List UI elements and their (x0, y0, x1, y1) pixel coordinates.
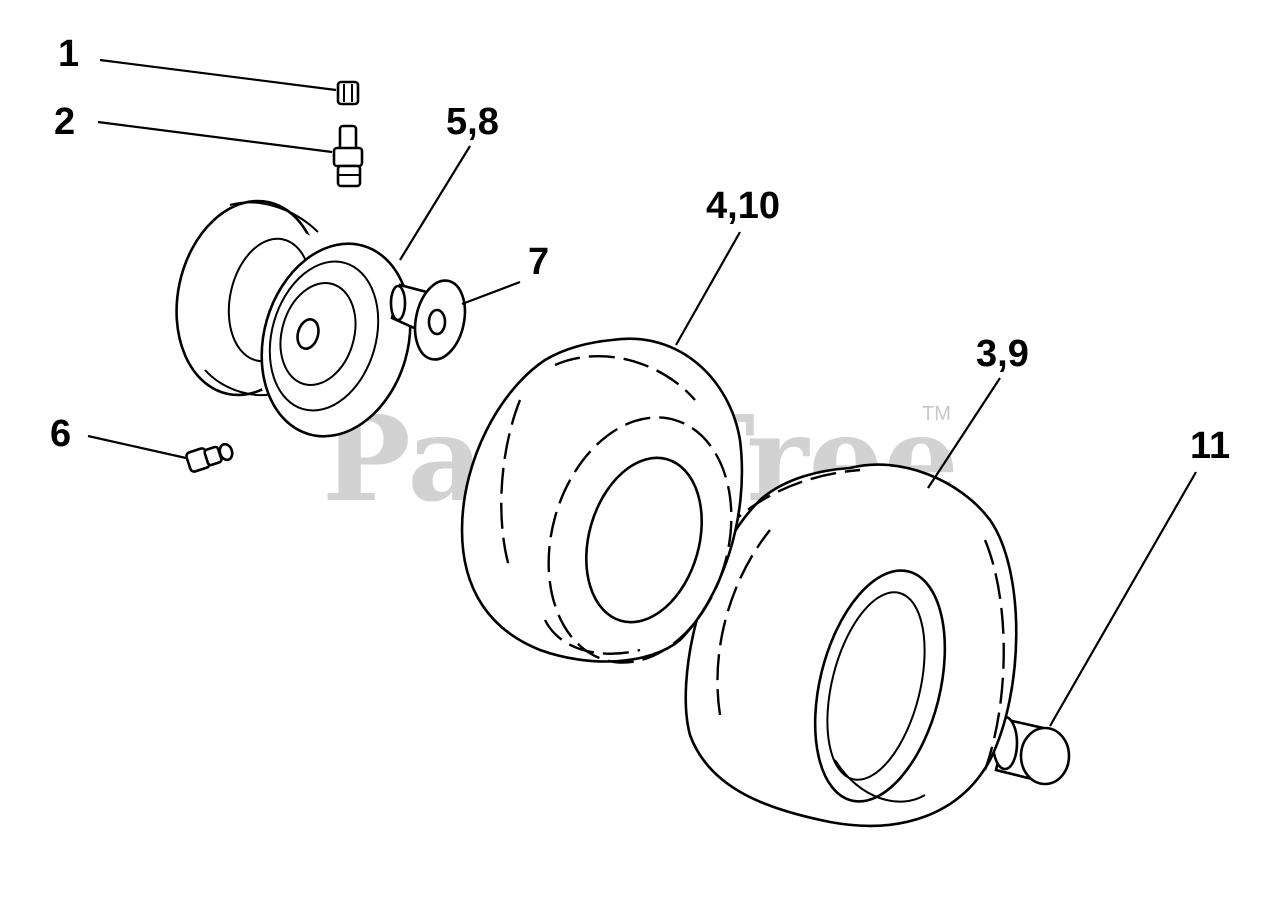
callout-3-9: 3,9 (976, 333, 1029, 375)
watermark-trademark: TM (922, 403, 951, 425)
callout-7: 7 (528, 241, 549, 283)
leader-2 (97, 120, 333, 154)
inner-tube-icon[interactable] (684, 463, 1018, 828)
callout-2: 2 (54, 101, 75, 143)
leader-7 (461, 280, 521, 306)
grease-fitting-icon[interactable] (185, 442, 234, 473)
tire-icon[interactable] (460, 337, 759, 685)
callout-6: 6 (50, 413, 71, 455)
wheel-rim-icon[interactable] (159, 188, 432, 454)
callout-11: 11 (1190, 425, 1230, 467)
callout-1: 1 (58, 33, 79, 75)
leader-11 (1049, 471, 1197, 727)
leader-6 (87, 434, 187, 460)
valve-cap-icon[interactable] (336, 80, 360, 106)
leader-1 (99, 58, 337, 92)
callouts: 1 2 5,8 4,10 7 3,9 6 11 (50, 33, 1230, 467)
leader-lines (87, 58, 1197, 727)
hub-cap-icon[interactable] (991, 715, 1071, 786)
flange-bushing-icon[interactable] (389, 276, 472, 364)
leader-3-9 (927, 377, 1001, 489)
valve-stem-icon[interactable] (332, 124, 364, 188)
callout-4-10: 4,10 (706, 185, 780, 227)
callout-5-8: 5,8 (446, 101, 499, 143)
leader-4-10 (675, 231, 741, 346)
leader-5-8 (399, 145, 471, 261)
